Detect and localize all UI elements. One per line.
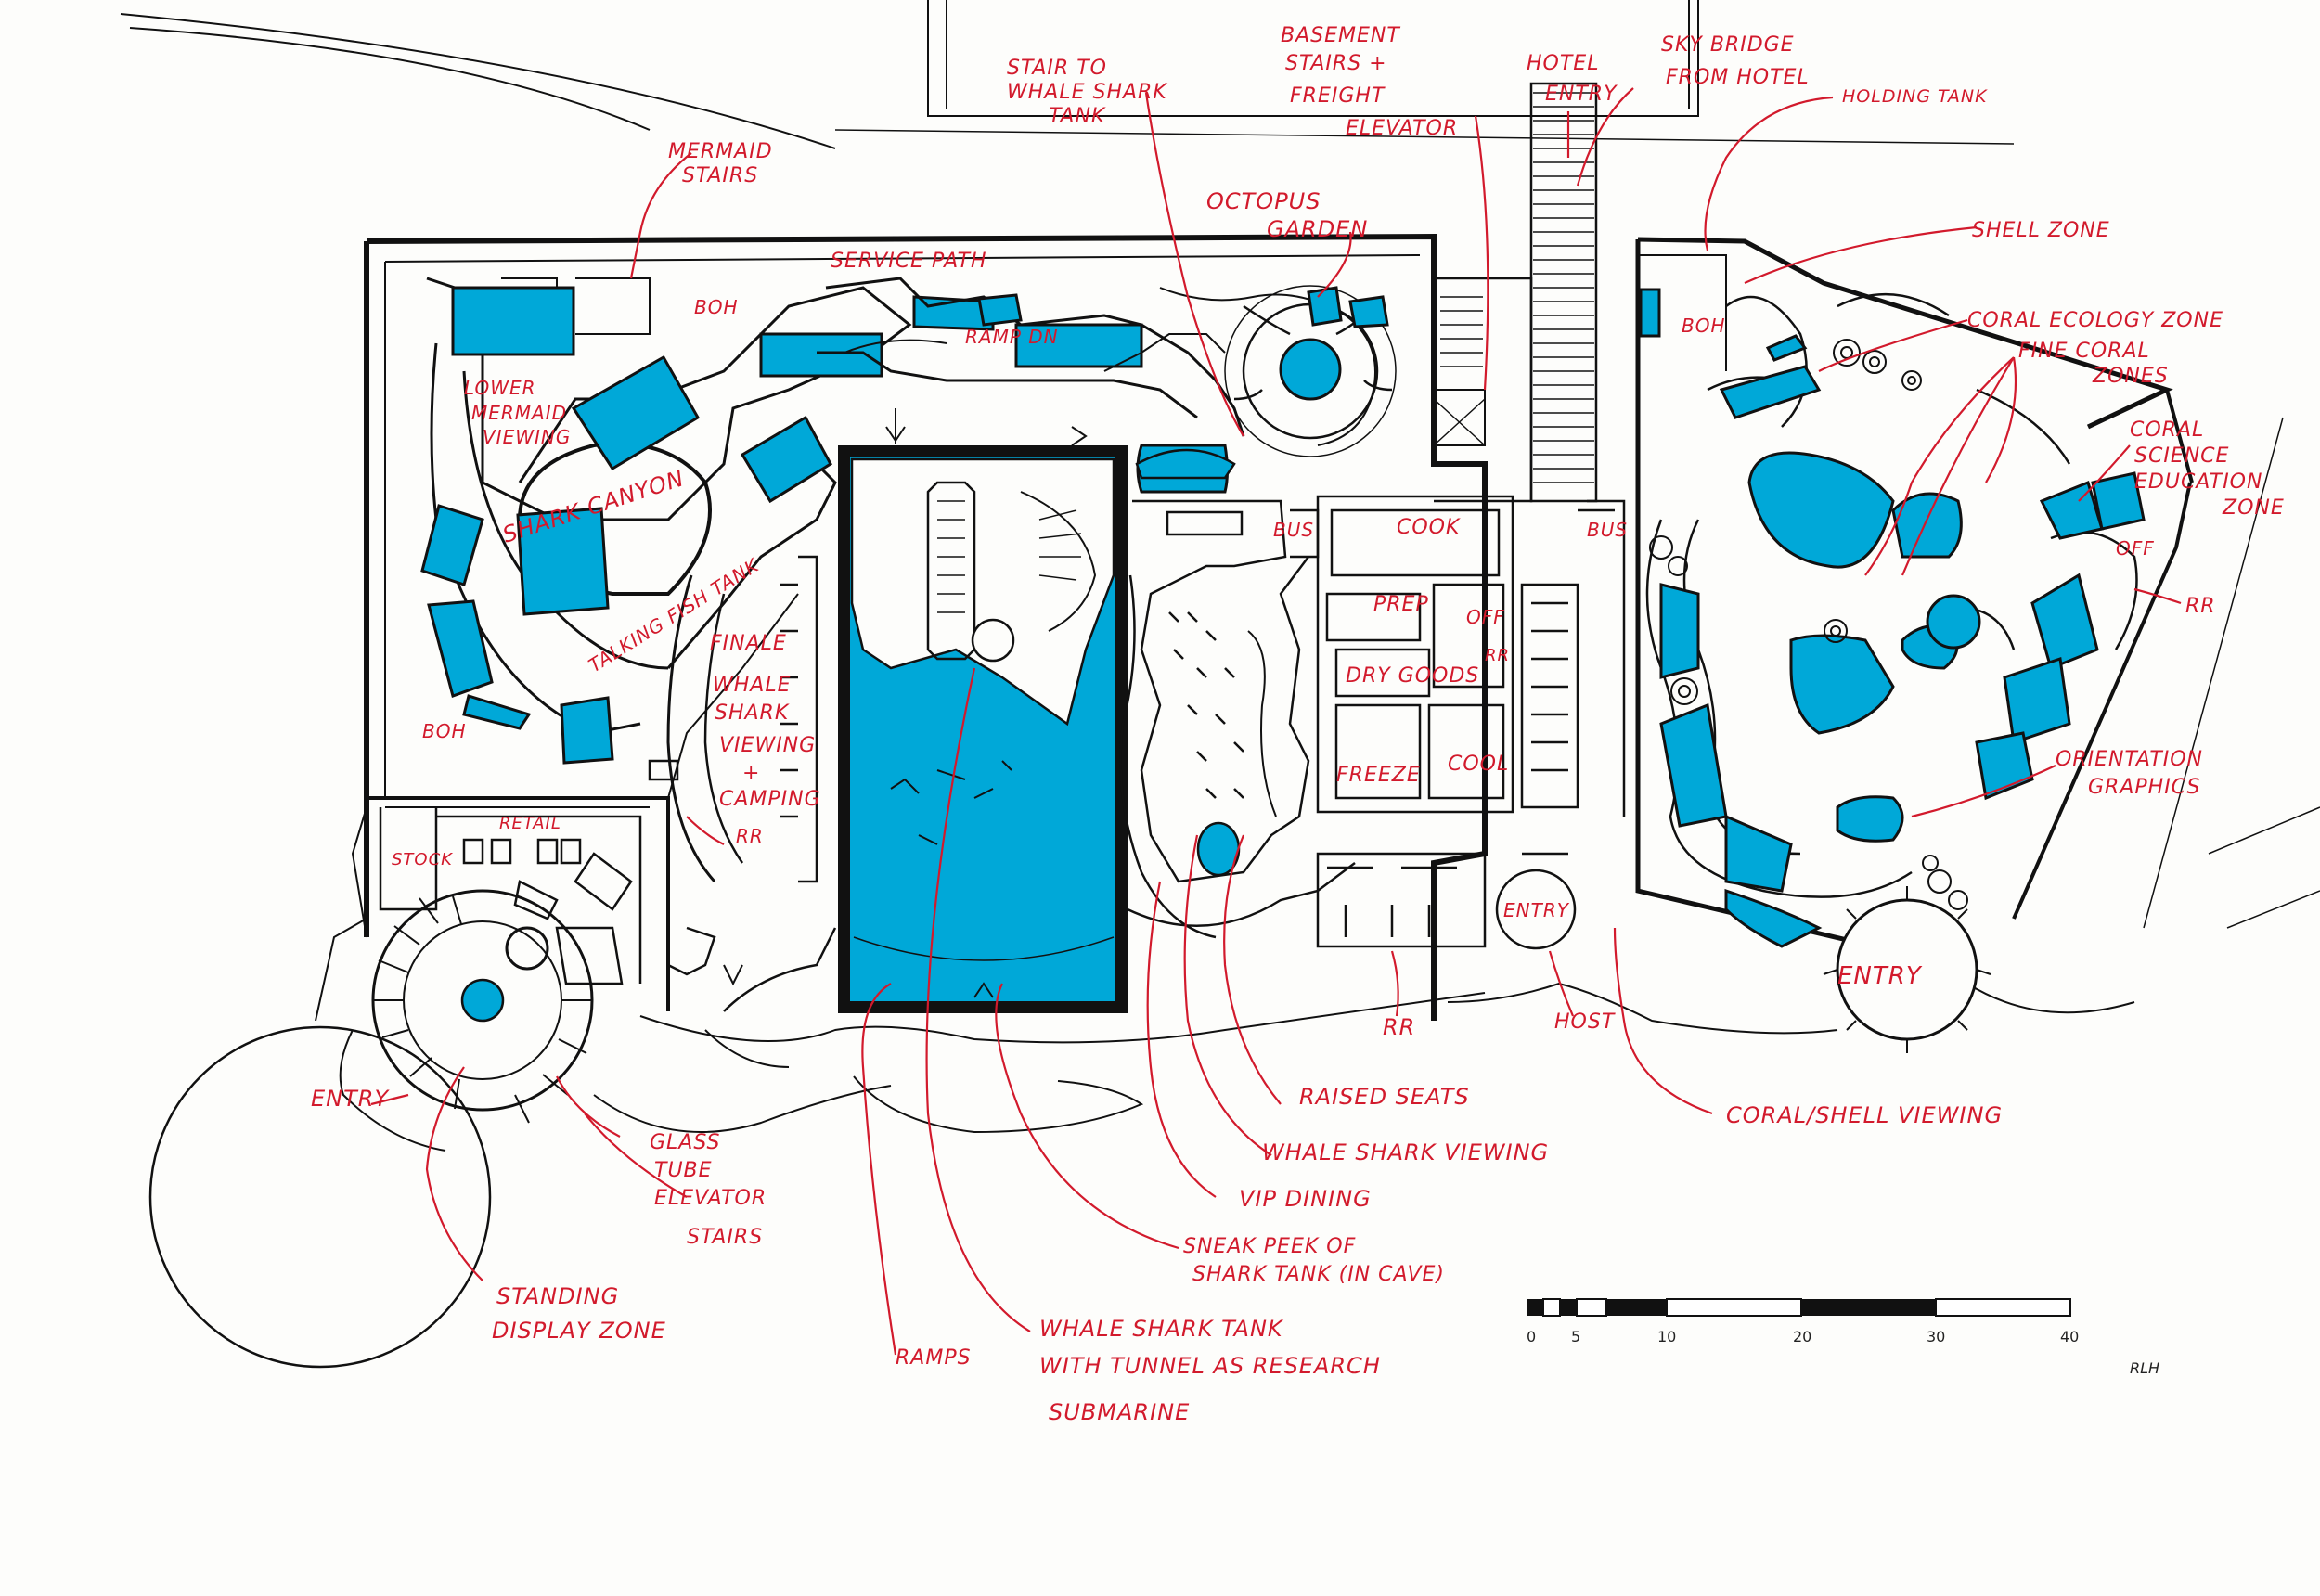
whale-shark-tank [838, 445, 1128, 1013]
label-boh-top: BOH [694, 296, 739, 318]
direction-arrows [723, 408, 1088, 998]
label-raised-seats: RAISED SEATS [1299, 1084, 1470, 1110]
site-landscape-lines [315, 806, 2135, 1134]
label-stairs: STAIRS [687, 1226, 763, 1249]
label-stock: STOCK [392, 850, 453, 869]
label-coral-shell: CORAL/SHELL VIEWING [1726, 1102, 2003, 1128]
label-boh-left: BOH [422, 720, 467, 742]
label-rr-bottom: RR [1383, 1014, 1415, 1040]
label-prep: PREP [1373, 593, 1429, 616]
label-off: OFF [1466, 606, 1505, 628]
signature: RLH [2130, 1359, 2159, 1377]
scale-tick-20: 20 [1793, 1328, 1811, 1345]
scale-tick-10: 10 [1657, 1328, 1676, 1345]
scale-tick-30: 30 [1927, 1328, 1945, 1345]
label-entry-small: ENTRY [1503, 899, 1570, 921]
label-cool: COOL [1448, 753, 1509, 776]
kitchen-block [1290, 495, 1626, 817]
label-entry-right: ENTRY [1837, 962, 1923, 990]
label-whale-viewing: WHALE SHARK VIEWING [1262, 1139, 1549, 1165]
shark-canyon-tanks [420, 286, 1143, 765]
stair-treads [1440, 92, 1594, 483]
label-retail: RETAIL [499, 814, 561, 833]
label-host: HOST [1554, 1010, 1616, 1034]
glass-tube-elevator-core [460, 978, 505, 1023]
label-rr-finale: RR [736, 825, 764, 847]
label-freeze: FREEZE [1336, 764, 1421, 787]
label-vip-dining: VIP DINING [1239, 1186, 1372, 1212]
label-cook: COOK [1397, 516, 1461, 539]
standing-display-circle [148, 1025, 492, 1369]
coral-ornaments [1649, 339, 1968, 910]
context-linework [120, 0, 2320, 929]
vip-dining-area [1119, 499, 1356, 939]
label-shell-zone: SHELL ZONE [1972, 219, 2110, 242]
retail-area [379, 807, 642, 985]
label-ramp-dn: RAMP DN [965, 326, 1059, 348]
label-bus-left: BUS [1273, 519, 1314, 541]
label-off-right: OFF [2116, 537, 2155, 560]
label-dry-goods: DRY GOODS [1346, 664, 1479, 688]
label-service-path: SERVICE PATH [831, 250, 987, 273]
scale-bar: 0 5 10 20 30 40 [1527, 1298, 2079, 1345]
label-boh-right: BOH [1682, 315, 1726, 337]
bus-tank [1135, 448, 1236, 480]
label-holding-tank: HOLDING TANK [1842, 86, 1988, 107]
label-rr-right: RR [2185, 595, 2216, 618]
label-ramps: RAMPS [896, 1346, 972, 1370]
label-coral-ecology: CORAL ECOLOGY ZONE [1967, 309, 2223, 332]
scale-tick-5: 5 [1571, 1328, 1580, 1345]
finale-viewing-area [648, 555, 837, 1012]
scale-tick-40: 40 [2060, 1328, 2079, 1345]
entry-rotunda [339, 889, 594, 1152]
label-bus-right: BUS [1587, 519, 1628, 541]
label-rr-kitchen: RR [1485, 646, 1510, 665]
label-entry-left: ENTRY [311, 1086, 390, 1112]
scale-tick-0: 0 [1527, 1328, 1536, 1345]
annotation-leaders [370, 87, 2182, 1356]
coral-tanks [1639, 288, 2146, 948]
restaurant-entry [1316, 852, 1577, 950]
coral-entry-ticks [1823, 886, 1991, 1053]
